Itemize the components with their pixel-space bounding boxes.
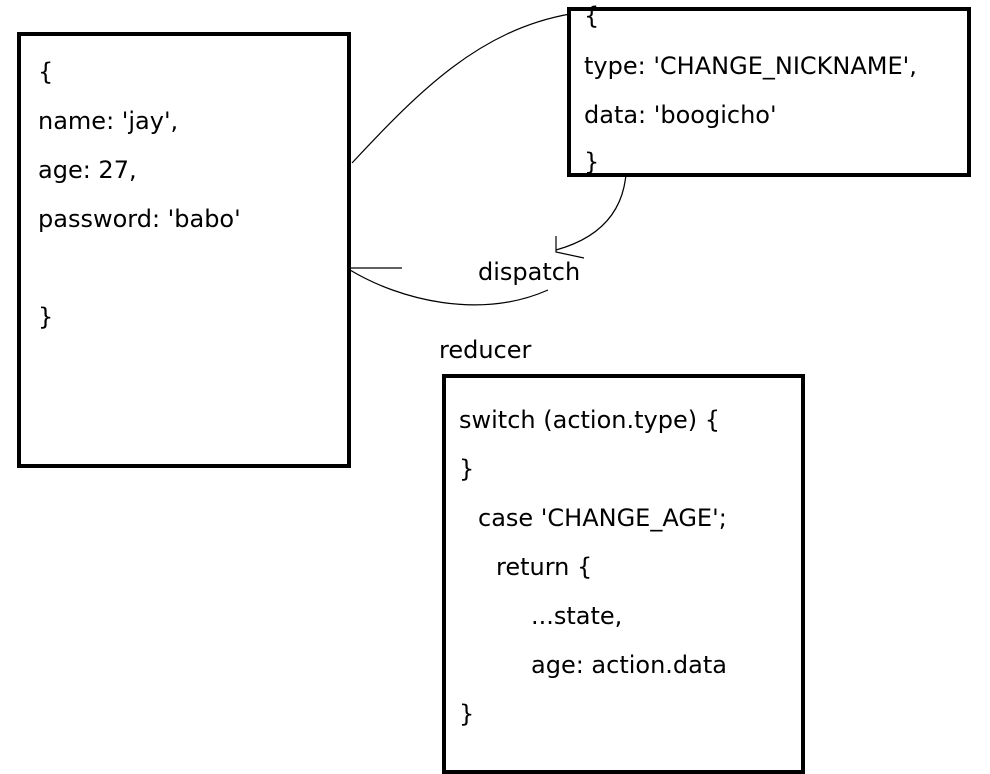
reducer-box xyxy=(442,374,805,774)
state-line-open-brace: { xyxy=(38,58,54,86)
dispatch-arrowhead xyxy=(555,236,585,259)
reducer-label: reducer xyxy=(439,336,532,364)
dispatch-label: dispatch xyxy=(478,258,581,286)
reducer-line-switch: switch (action.type) { xyxy=(459,406,720,434)
dispatch-to-state-stroke xyxy=(349,269,549,306)
action-line-open-brace: { xyxy=(584,2,600,30)
action-line-close-brace: } xyxy=(584,148,600,176)
action-line-type: type: 'CHANGE_NICKNAME', xyxy=(584,52,917,80)
state-line-close-brace: } xyxy=(38,303,54,331)
action-box xyxy=(567,7,971,177)
state-line-age: age: 27, xyxy=(38,156,137,184)
reducer-line-spread-state: ...state, xyxy=(531,602,623,630)
state-box xyxy=(17,32,351,468)
state-line-name: name: 'jay', xyxy=(38,107,179,135)
reducer-line-return: return { xyxy=(496,553,593,581)
state-to-action-stroke xyxy=(351,13,588,164)
reducer-line-return-close: } xyxy=(459,700,475,728)
reducer-line-switch-close: } xyxy=(459,455,475,483)
reducer-line-age: age: action.data xyxy=(531,651,727,679)
reducer-line-case: case 'CHANGE_AGE'; xyxy=(478,504,727,532)
state-line-password: password: 'babo' xyxy=(38,205,241,233)
action-line-data: data: 'boogicho' xyxy=(584,101,777,129)
